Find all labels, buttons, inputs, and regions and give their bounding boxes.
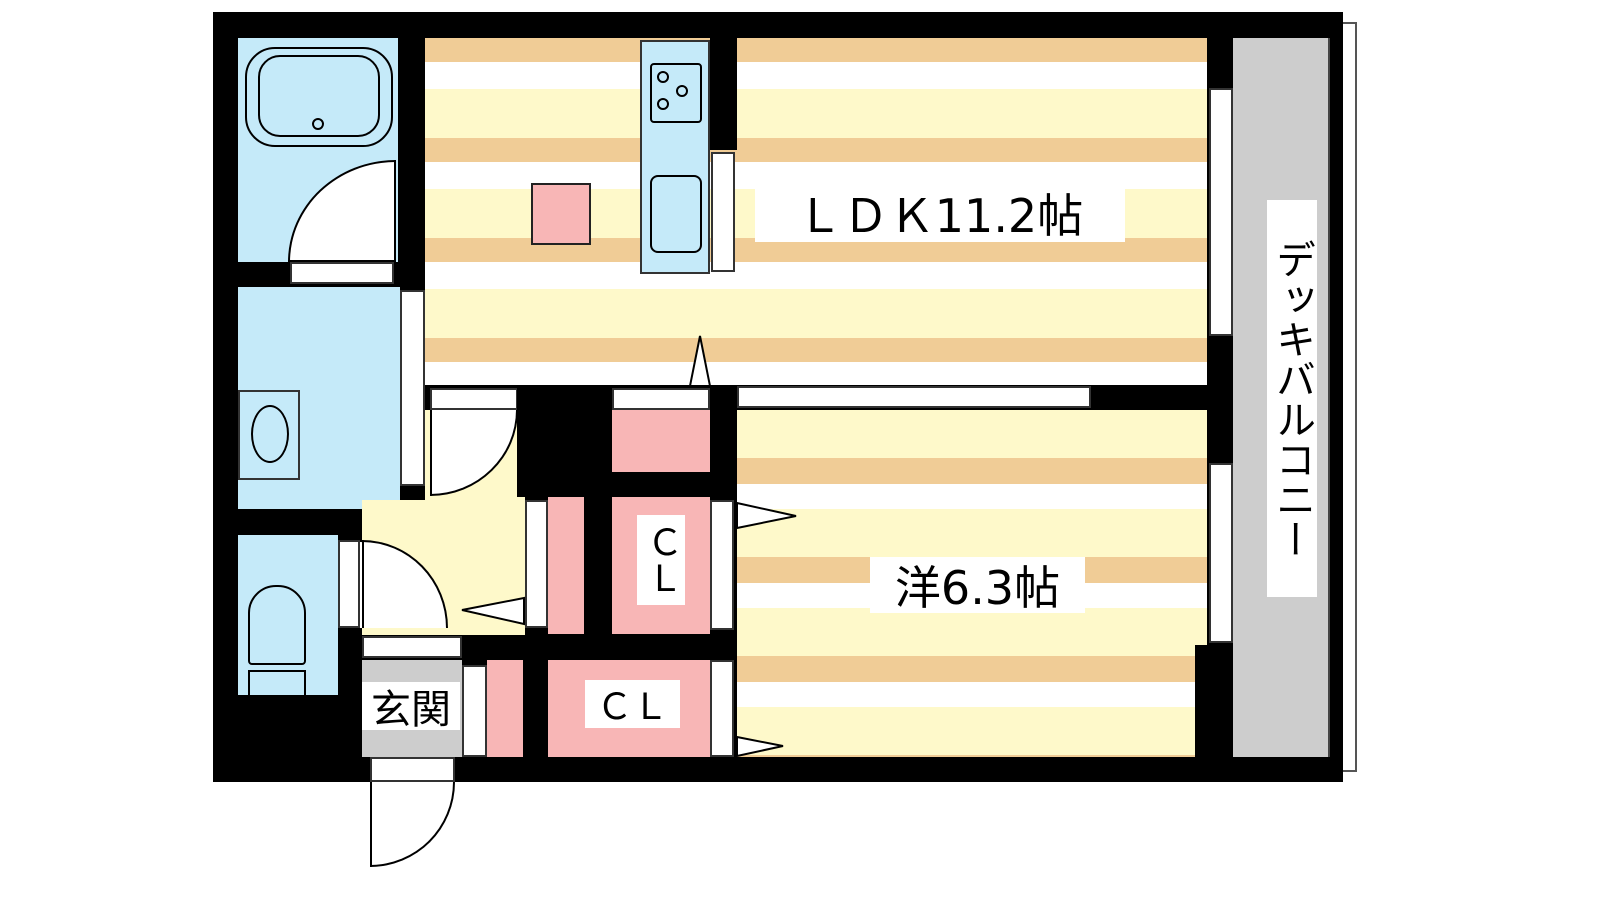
door xyxy=(338,540,360,628)
sliding-door xyxy=(737,386,1091,408)
entrance-label: 玄関 xyxy=(362,682,460,733)
shoe-closet xyxy=(548,497,584,634)
toilet-icon xyxy=(248,585,306,665)
wall xyxy=(1195,645,1233,757)
window xyxy=(1209,88,1233,336)
door xyxy=(612,388,710,410)
panel xyxy=(711,152,735,272)
drain-icon xyxy=(312,118,324,130)
basin xyxy=(251,405,289,463)
burner xyxy=(657,98,669,110)
ldk-label: ＬＤＫ11.2帖 xyxy=(755,183,1125,243)
toilet-room xyxy=(238,535,338,695)
closet-door xyxy=(710,660,734,757)
burner xyxy=(676,85,688,97)
balcony-label: デッキバルコニー xyxy=(1267,200,1317,597)
closet-door xyxy=(710,500,734,630)
shoe-closet xyxy=(487,660,523,757)
toilet-tank xyxy=(248,670,306,695)
arrow-marker xyxy=(688,335,712,387)
arrow-marker xyxy=(736,735,784,758)
sink-icon xyxy=(238,390,300,480)
wall xyxy=(710,38,737,150)
sliding-door xyxy=(400,290,425,486)
bathtub-icon xyxy=(245,47,393,147)
arrow-marker xyxy=(736,501,797,530)
step xyxy=(362,636,462,658)
storage-hatch-icon xyxy=(531,183,591,245)
closet-lower-label: ＣＬ xyxy=(585,680,680,728)
door xyxy=(290,262,394,284)
pillar xyxy=(517,385,612,497)
window xyxy=(1209,463,1233,643)
washroom xyxy=(238,287,400,509)
balcony-rail xyxy=(1343,22,1357,772)
closet-upper-top xyxy=(612,410,710,472)
closet-door xyxy=(525,500,548,628)
entrance-door xyxy=(370,757,455,782)
stove-icon xyxy=(650,63,702,123)
burner xyxy=(657,71,669,83)
bathtub-inner xyxy=(258,55,380,137)
kitchen-sink-icon xyxy=(650,175,702,253)
arrow-marker xyxy=(461,596,525,626)
western-room-label: 洋6.3帖 xyxy=(870,557,1085,615)
closet-door xyxy=(462,665,487,757)
closet-upper-label: ＣＬ xyxy=(637,515,685,605)
